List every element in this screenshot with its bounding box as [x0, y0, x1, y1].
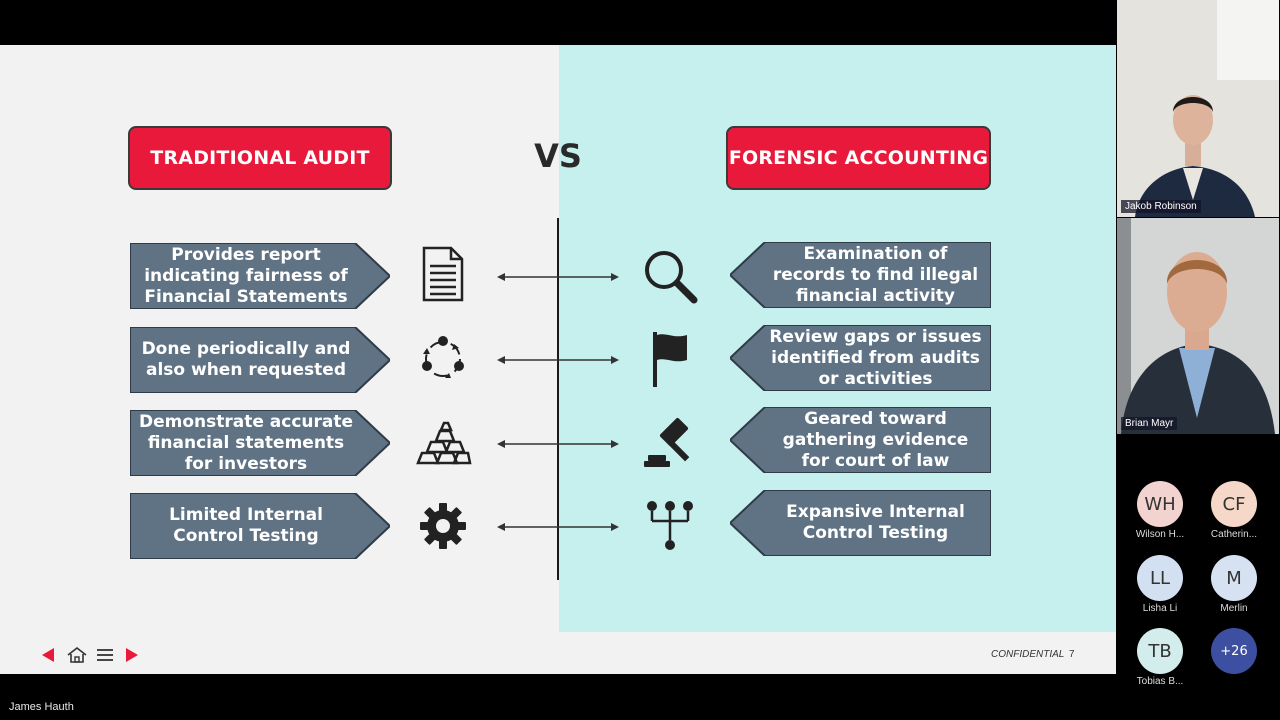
more-participants-button[interactable]: +26: [1199, 628, 1269, 674]
menu-icon[interactable]: [96, 647, 114, 663]
traditional-item-2-text: Done periodically and also when requeste…: [141, 339, 351, 380]
vs-label: VS: [534, 137, 582, 175]
forensic-item-3: Geared toward gathering evidence for cou…: [730, 407, 991, 473]
avatar: LL: [1137, 555, 1183, 601]
gold-bars-icon: [413, 413, 473, 473]
avatar: CF: [1211, 481, 1257, 527]
participant-name: Catherin...: [1210, 529, 1258, 540]
next-slide-icon[interactable]: [124, 647, 140, 663]
slide-nav: [40, 645, 140, 665]
forensic-item-1-text: Examination of records to find illegal f…: [772, 243, 979, 306]
participant-catherine[interactable]: CF Catherin...: [1199, 481, 1269, 540]
flag-icon: [640, 329, 700, 389]
traditional-item-2: Done periodically and also when requeste…: [130, 327, 390, 393]
participant-name: Merlin: [1220, 603, 1248, 614]
presentation-slide: TRADITIONAL AUDIT VS FORENSIC ACCOUNTING…: [0, 45, 1116, 674]
compare-arrow-2: [497, 356, 619, 364]
compare-arrow-1: [497, 273, 619, 281]
forensic-accounting-header: FORENSIC ACCOUNTING: [726, 126, 991, 190]
gear-icon: [413, 496, 473, 556]
video-name-brian: Brian Mayr: [1121, 417, 1178, 430]
participant-merlin[interactable]: M Merlin: [1199, 555, 1269, 614]
confidential-label: CONFIDENTIAL: [991, 649, 1065, 660]
traditional-item-1-text: Provides report indicating fairness of F…: [144, 244, 348, 307]
center-divider: [557, 218, 559, 580]
hierarchy-icon: [640, 495, 700, 555]
video-name-jakob: Jakob Robinson: [1121, 200, 1201, 213]
forensic-item-3-text: Geared toward gathering evidence for cou…: [782, 408, 969, 471]
compare-arrow-3: [497, 440, 619, 448]
magnifier-icon: [640, 246, 700, 306]
home-icon[interactable]: [66, 646, 88, 664]
traditional-audit-header: TRADITIONAL AUDIT: [128, 126, 392, 190]
avatar: TB: [1137, 628, 1183, 674]
traditional-item-3-text: Demonstrate accurate financial statement…: [138, 411, 354, 474]
traditional-item-3: Demonstrate accurate financial statement…: [130, 410, 390, 476]
traditional-item-4: Limited Internal Control Testing: [130, 493, 390, 559]
compare-arrow-4: [497, 523, 619, 531]
more-participants-count: +26: [1211, 628, 1257, 674]
participant-wilson[interactable]: WH Wilson H...: [1125, 481, 1195, 540]
forensic-item-1: Examination of records to find illegal f…: [730, 242, 991, 308]
slide-page-number: 7: [1069, 649, 1075, 660]
forensic-item-2: Review gaps or issues identified from au…: [730, 325, 991, 391]
video-feed: [1117, 0, 1279, 217]
video-feed: [1117, 218, 1279, 434]
participant-lisha[interactable]: LL Lisha Li: [1125, 555, 1195, 614]
cycle-icon: [413, 329, 473, 389]
gavel-icon: [640, 413, 700, 473]
presenter-name: James Hauth: [9, 701, 74, 713]
participant-name: Lisha Li: [1142, 603, 1178, 614]
participant-name: Wilson H...: [1135, 529, 1185, 540]
previous-slide-icon[interactable]: [40, 647, 56, 663]
avatar: WH: [1137, 481, 1183, 527]
forensic-item-4-text: Expansive Internal Control Testing: [786, 502, 965, 543]
participant-name: Tobias B...: [1136, 676, 1184, 687]
video-tile-jakob[interactable]: Jakob Robinson: [1117, 0, 1279, 217]
forensic-item-4: Expansive Internal Control Testing: [730, 490, 991, 556]
document-icon: [413, 244, 473, 304]
avatar: M: [1211, 555, 1257, 601]
traditional-item-4-text: Limited Internal Control Testing: [169, 505, 323, 546]
traditional-item-1: Provides report indicating fairness of F…: [130, 243, 390, 309]
forensic-item-2-text: Review gaps or issues identified from au…: [769, 326, 982, 389]
video-tile-brian[interactable]: Brian Mayr: [1117, 218, 1279, 434]
participant-tobias[interactable]: TB Tobias B...: [1125, 628, 1195, 687]
